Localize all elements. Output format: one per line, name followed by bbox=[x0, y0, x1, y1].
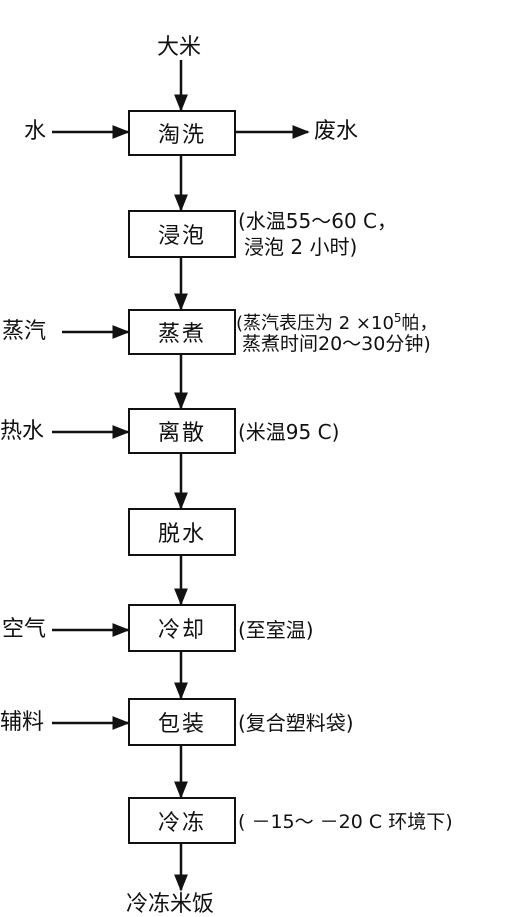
packaging-note: (复合塑料袋) bbox=[238, 711, 354, 735]
input-water-label: 水 bbox=[24, 119, 47, 144]
step-cooling-box: 冷却 bbox=[128, 604, 236, 652]
steaming-note-line1: (蒸汽表压为 2 ×105帕， bbox=[236, 305, 438, 337]
soaking-note-line1: (水温55～60 C， bbox=[238, 209, 398, 233]
output-wastewater-label: 废水 bbox=[314, 119, 359, 144]
step-dewatering-box: 脱水 bbox=[128, 508, 236, 556]
step-steaming-box: 蒸煮 bbox=[128, 309, 236, 355]
input-hotwater-label: 热水 bbox=[0, 419, 45, 444]
input-rice-label: 大米 bbox=[157, 35, 202, 60]
step-washing-box: 淘洗 bbox=[128, 110, 236, 156]
step-packaging-box: 包装 bbox=[128, 698, 236, 746]
step-freezing-box: 冷冻 bbox=[128, 797, 236, 844]
steaming-note-post: 帕， bbox=[401, 313, 438, 334]
soaking-note-line2: 浸泡 2 小时) bbox=[244, 235, 358, 259]
freezing-note: ( －15～ －20 C 环境下) bbox=[238, 811, 453, 833]
input-auxiliary-label: 辅料 bbox=[0, 710, 45, 735]
output-frozen-rice-label: 冷冻米饭 bbox=[126, 892, 215, 917]
steaming-note-pre: (蒸汽表压为 2 ×10 bbox=[236, 313, 394, 334]
step-dispersing-box: 离散 bbox=[128, 408, 236, 454]
step-soaking-box: 浸泡 bbox=[128, 210, 236, 258]
input-air-label: 空气 bbox=[2, 617, 47, 642]
input-steam-label: 蒸汽 bbox=[2, 319, 47, 344]
steaming-note-line2: 蒸煮时间20～30分钟) bbox=[242, 333, 431, 355]
dispersing-note: (米温95 C) bbox=[238, 420, 340, 444]
steaming-note-sup: 5 bbox=[393, 311, 402, 325]
cooling-note: (至室温) bbox=[238, 618, 314, 642]
